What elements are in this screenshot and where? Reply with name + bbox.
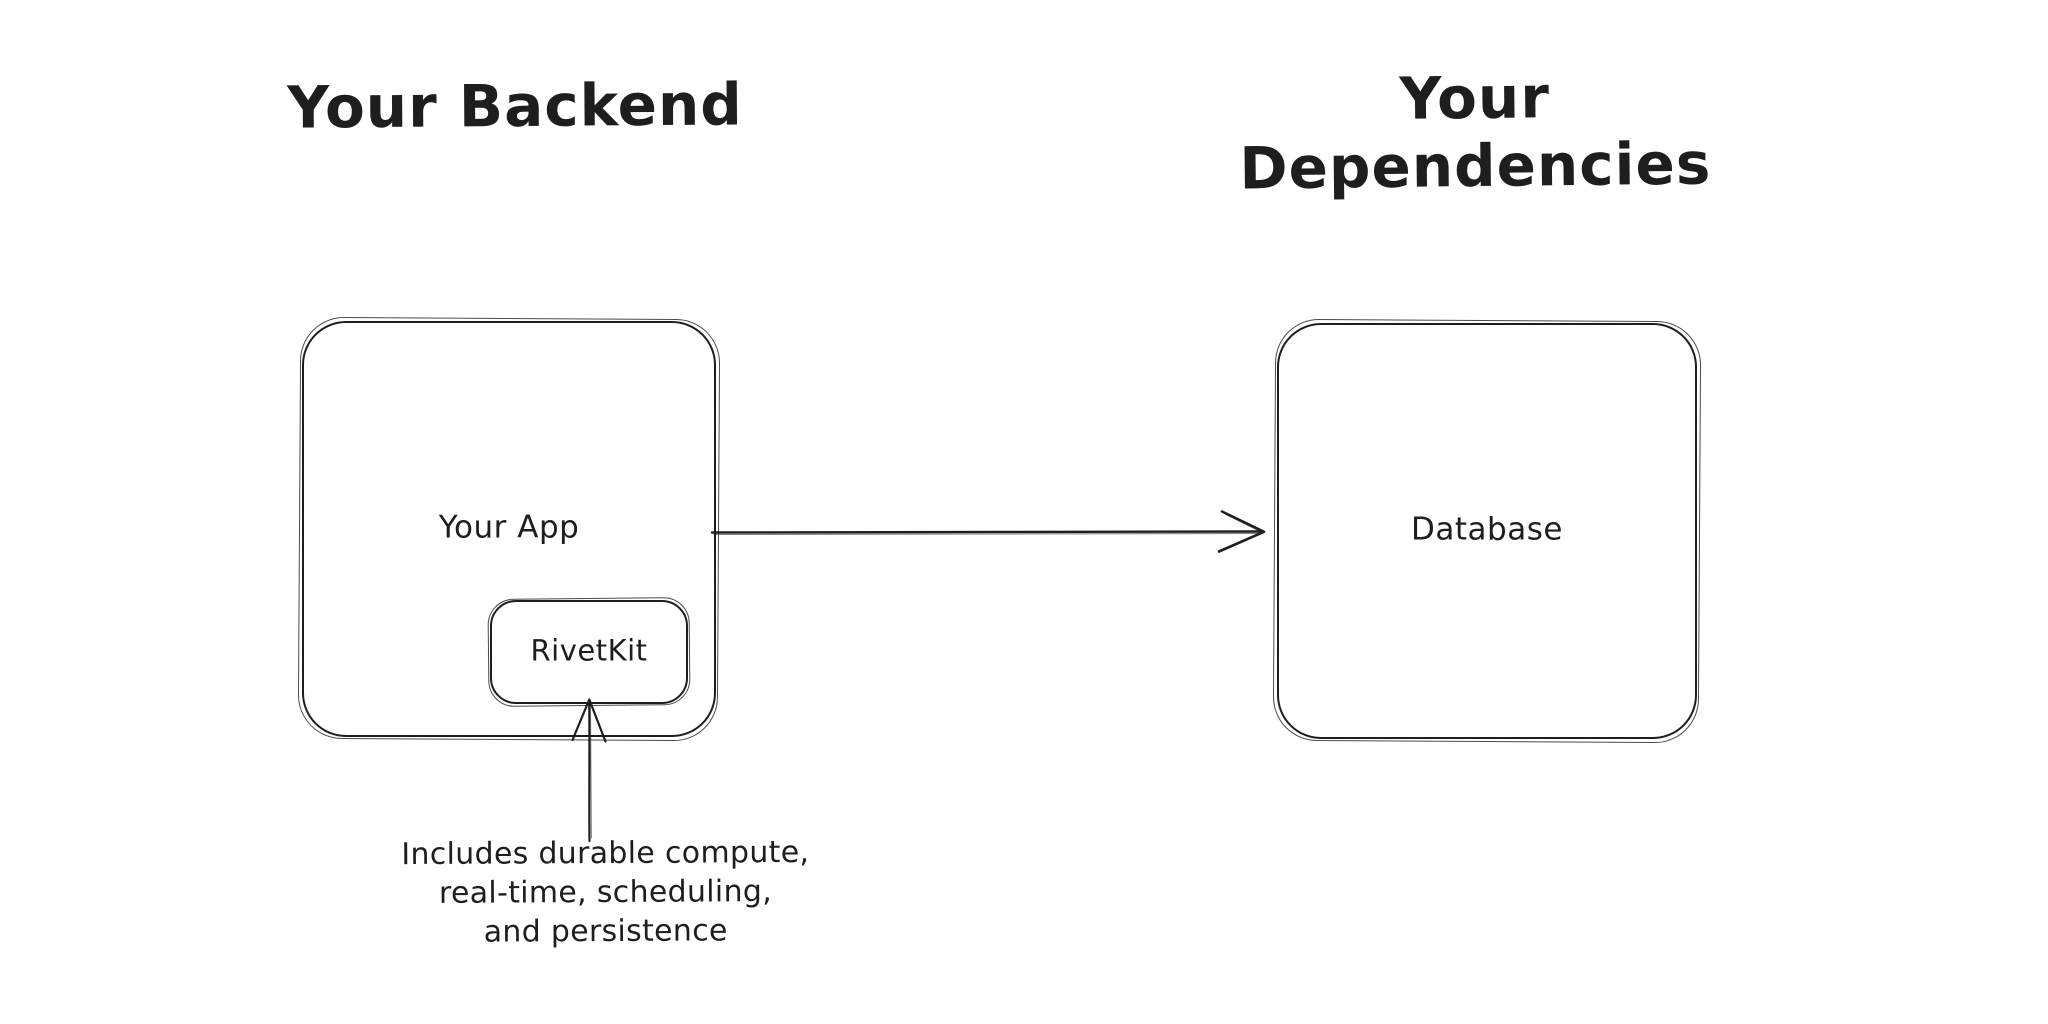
database-node: Database [1277, 323, 1697, 739]
your-app-node: Your App RivetKit [302, 321, 716, 737]
database-label: Database [1411, 511, 1563, 548]
your-app-label: Your App [438, 509, 580, 546]
rivetkit-label: RivetKit [530, 633, 648, 668]
rivetkit-caption: Includes durable compute, real-time, sch… [401, 834, 810, 950]
rivetkit-node: RivetKit [490, 600, 688, 704]
backend-section-title: Your Backend [287, 70, 743, 142]
app-to-database-arrow [710, 510, 1266, 553]
dependencies-section-title: Your Dependencies [1239, 63, 1712, 203]
